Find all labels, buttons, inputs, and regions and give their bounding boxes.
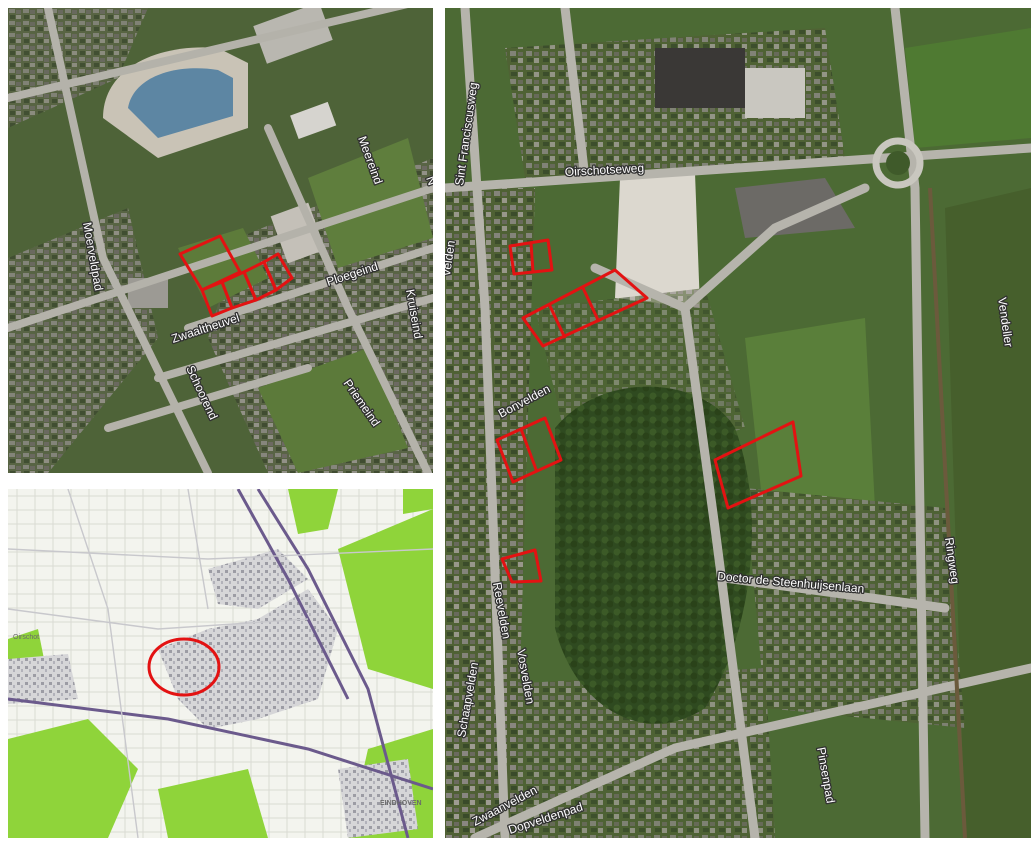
street-label-edge-n: N <box>423 174 433 187</box>
marked-plot <box>521 268 649 348</box>
urban-area <box>158 589 338 729</box>
marked-plots-right <box>495 238 803 584</box>
road-network <box>445 8 1031 838</box>
residential-area-west <box>8 208 158 473</box>
aerial-map-top-left-canvas: Moerveldpad Meereind Zwaaltheuvel Ploege… <box>8 8 433 473</box>
aerial-map-right[interactable]: Sint Franciscusweg Oirschotseweg velden … <box>445 8 1031 838</box>
marked-plot-divider <box>529 242 535 273</box>
residential-southeast <box>745 488 965 728</box>
marked-plot <box>500 548 543 584</box>
green-field <box>308 138 433 268</box>
place-label-eindhoven: EINDHOVEN <box>380 800 422 807</box>
local-roads <box>8 489 433 838</box>
marked-plot <box>508 238 554 276</box>
aerial-map-top-left[interactable]: Moerveldpad Meereind Zwaaltheuvel Ploege… <box>8 8 433 473</box>
building-roof-blue <box>128 68 233 138</box>
sand-field <box>615 173 700 308</box>
marked-plot <box>262 252 294 292</box>
canal <box>928 187 967 838</box>
meadow <box>745 318 875 528</box>
building-cluster <box>735 178 855 238</box>
place-label-oirschot: Oirschot <box>13 634 39 641</box>
central-woods <box>555 386 752 724</box>
marked-plot <box>178 234 242 292</box>
road-network <box>8 8 433 473</box>
field-northeast <box>905 28 1031 148</box>
roundabout <box>872 137 924 189</box>
street-label-oirschotseweg: Oirschotseweg <box>564 161 644 179</box>
urban-area-west <box>8 654 78 704</box>
topographic-map[interactable]: Oirschot EINDHOVEN <box>8 489 433 838</box>
location-marker-ellipse <box>147 637 221 697</box>
aerial-map-right-canvas: Sint Franciscusweg Oirschotseweg velden … <box>445 8 1031 838</box>
urban-area-north <box>208 549 308 609</box>
marked-plot <box>495 416 563 484</box>
highways <box>8 489 433 838</box>
marked-plot <box>713 420 803 510</box>
marked-plots-top-left <box>178 234 294 318</box>
building-dark <box>655 48 745 108</box>
roundabout-center <box>886 151 910 175</box>
building-light <box>745 68 805 118</box>
building-white <box>290 101 337 140</box>
topographic-map-canvas: Oirschot EINDHOVEN <box>8 489 433 838</box>
marked-plot-divider <box>547 303 567 339</box>
park-field <box>258 348 408 473</box>
marked-plot-divider <box>581 287 601 323</box>
marked-plot-divider <box>519 428 539 473</box>
residential-area-north <box>8 8 148 128</box>
